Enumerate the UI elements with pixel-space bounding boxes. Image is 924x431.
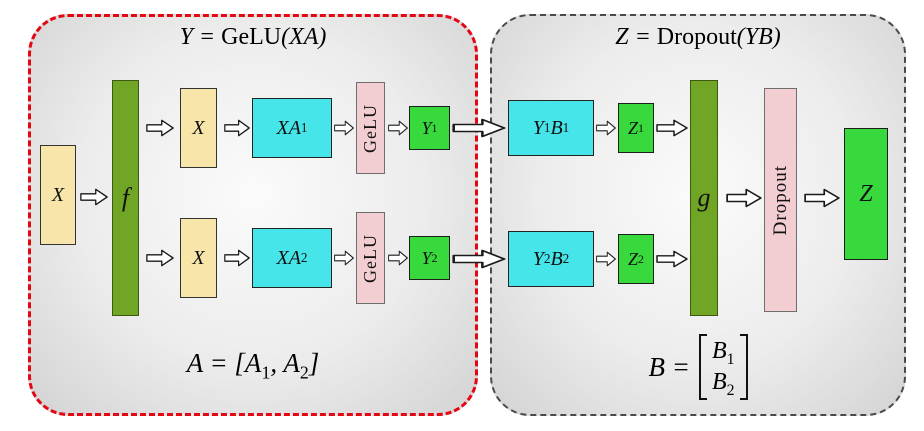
branch1-gelu-label: GeLU (360, 103, 380, 153)
arrow-right-icon (804, 188, 840, 208)
arrow-right-icon (388, 250, 408, 266)
left-bracket (698, 334, 707, 400)
gather-g-box: g (690, 80, 718, 316)
b-formula-row1: B1 (711, 338, 735, 368)
input-x-box: X (40, 145, 76, 245)
branch2-gelu-label: GeLU (360, 233, 380, 283)
arrow-right-icon (224, 249, 250, 267)
b-formula-lhs: B = (648, 351, 690, 382)
branch2-gelu-box: GeLU (356, 212, 385, 304)
arrow-right-icon (146, 119, 174, 137)
branch2-x-box: X (180, 218, 217, 298)
branch1-gelu-box: GeLU (356, 82, 385, 174)
left-panel-title: Y = GeLU(XA) (179, 24, 327, 50)
gelu-stage-panel (28, 14, 478, 416)
split-f-box: f (112, 80, 139, 316)
b-split-formula: B = B1 B2 (490, 334, 906, 400)
dropout-box: Dropout (764, 88, 797, 312)
dropout-label: Dropout (769, 164, 791, 236)
arrow-right-icon (224, 119, 250, 137)
b-formula-row2: B2 (711, 369, 735, 399)
output-z-box: Z (844, 128, 888, 260)
arrow-right-icon (656, 119, 688, 137)
arrow-right-icon (388, 120, 408, 136)
arrow-right-icon (452, 118, 506, 138)
arrow-right-icon (334, 250, 354, 266)
arrow-right-icon (146, 249, 174, 267)
right-bracket (739, 334, 748, 400)
right-panel-title: Z = Dropout(YB) (615, 24, 781, 50)
arrow-right-icon (596, 251, 616, 267)
a-split-formula: A = [A1, A2] (186, 348, 320, 383)
arrow-right-icon (596, 120, 616, 136)
arrow-right-icon (334, 120, 354, 136)
arrow-right-icon (452, 249, 506, 269)
arrow-right-icon (726, 188, 762, 208)
arrow-right-icon (656, 250, 688, 268)
arrow-right-icon (80, 188, 108, 206)
branch1-x-box: X (180, 88, 217, 168)
